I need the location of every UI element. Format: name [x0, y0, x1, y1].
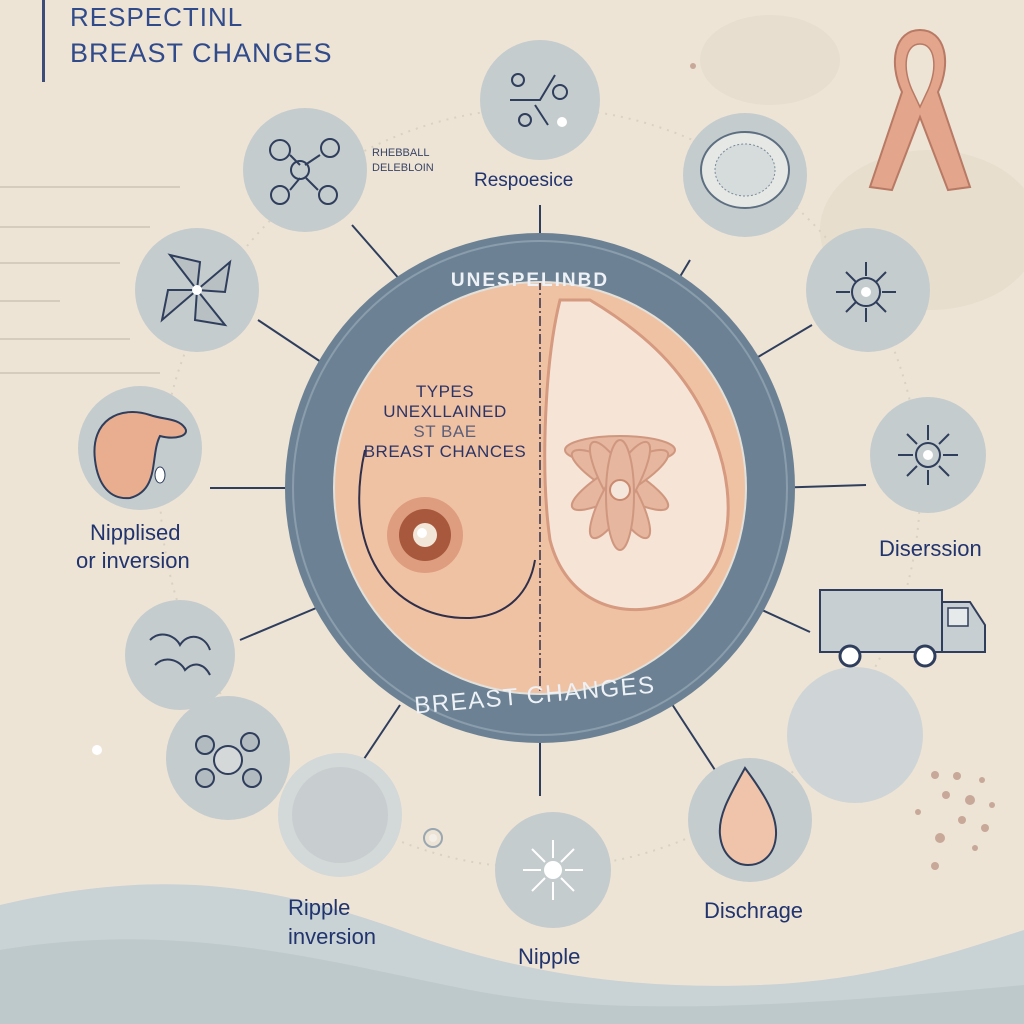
label-bottom-left-line2: inversion	[288, 924, 377, 949]
title-accent-bar	[42, 0, 45, 82]
node-right	[870, 397, 986, 513]
label-right: Diserssion	[879, 536, 982, 561]
label-bottom-left-line1: Ripple	[288, 895, 351, 920]
label-bottom-right: Dischrage	[704, 898, 804, 923]
node-left	[78, 386, 202, 510]
truck-icon	[819, 589, 986, 668]
node-bottom-right	[688, 758, 812, 882]
node-upper-right	[806, 228, 930, 352]
node-upper-left	[135, 228, 259, 352]
center-line1: TYPES	[415, 382, 475, 401]
label-bottom: Nipple	[518, 944, 581, 969]
page-title-line1: RESPECTINL	[70, 2, 244, 32]
node-top-left	[243, 108, 367, 232]
center-line2: UNEXLLAINED	[383, 402, 507, 421]
awareness-ribbon-icon	[868, 28, 972, 192]
node-bottom	[495, 812, 611, 928]
droplet-icon	[718, 766, 778, 867]
node-right-faded	[787, 667, 923, 803]
label-left-line1: Nipplised	[90, 520, 181, 545]
node-bottom-left-texture	[278, 753, 402, 877]
page-title-line2: BREAST CHANGES	[70, 38, 333, 68]
center-line4: BREAST CHANCES	[363, 442, 527, 461]
top-left-caption-line2: DELEBLOIN	[372, 162, 434, 174]
node-top	[480, 40, 600, 160]
ring-top-label: UNESPELINBD	[450, 270, 610, 291]
node-top-right	[683, 113, 807, 237]
node-lower-left	[125, 600, 235, 710]
top-left-caption-line1: RHEBBALL	[372, 147, 430, 159]
center-title: TYPES UNEXLLAINED ST BAE BREAST CHANCES	[360, 382, 530, 462]
node-lower-left-2	[166, 696, 290, 820]
label-top: Respoesice	[474, 170, 574, 191]
label-left-line2: or inversion	[76, 548, 190, 573]
center-line3: ST BAE	[413, 422, 477, 441]
